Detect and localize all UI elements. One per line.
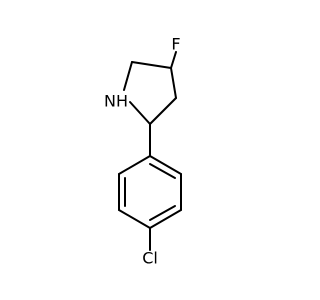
bond-ar4-ar5 xyxy=(118,209,151,229)
bond-ar3-ar4-inner xyxy=(149,205,176,221)
bond-ar1-ar2-inner xyxy=(149,163,176,179)
atom-n-label: NH xyxy=(104,92,128,111)
bond-ar6-ar1 xyxy=(118,155,151,175)
bond-ar3-ar4 xyxy=(149,209,182,229)
bond-c4-c5 xyxy=(131,61,172,69)
molecule-diagram: F NH Cl xyxy=(104,35,182,268)
atom-cl-label: Cl xyxy=(142,249,158,268)
bond-ar1-ar2 xyxy=(149,155,182,175)
bond-c5-n xyxy=(123,61,133,91)
bond-n-c2 xyxy=(129,101,151,125)
bond-c3-c4 xyxy=(170,67,177,99)
bond-c4-f xyxy=(170,51,177,69)
bond-c2-c3 xyxy=(149,97,177,125)
atom-f-label: F xyxy=(171,35,180,54)
structure-canvas: F NH Cl xyxy=(104,35,182,268)
